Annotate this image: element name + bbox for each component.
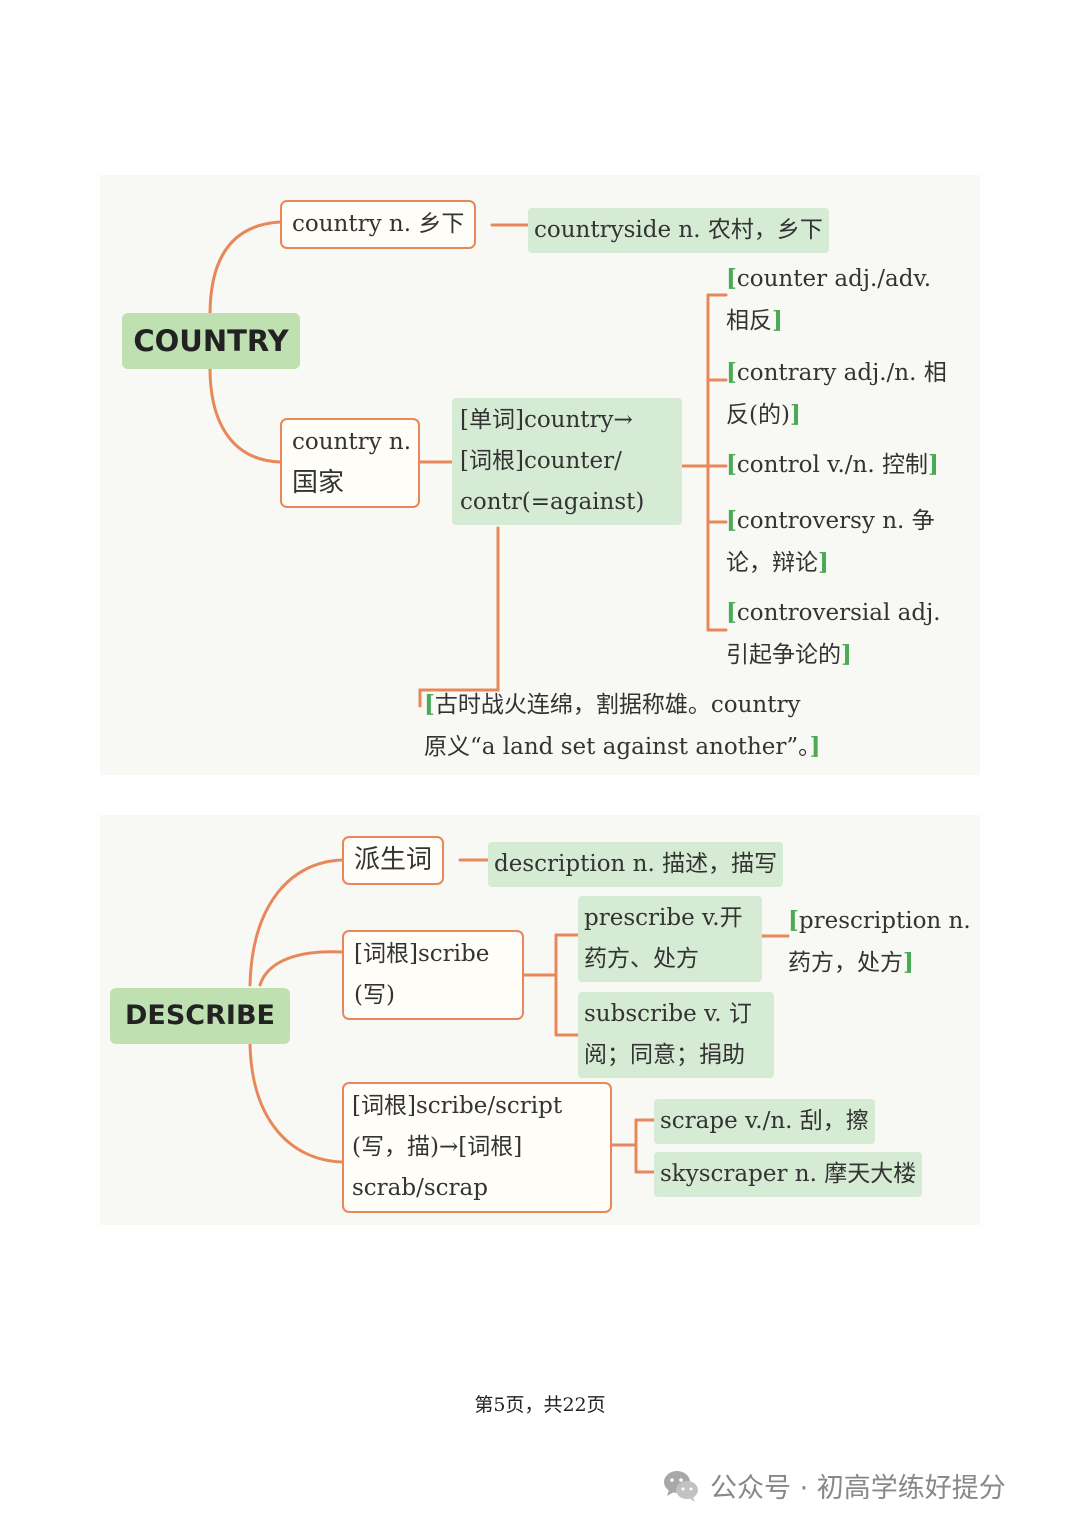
subscribe-line1: subscribe v. 订 [584,1001,752,1027]
describe-root: DESCRIBE [110,988,290,1044]
country-root: COUNTRY [122,313,300,369]
scribe-line1: [词根]scribe [354,941,490,967]
derived-words-branch: 派生词 [342,836,445,885]
description-node: description n. 描述，描写 [488,842,784,887]
close-bracket: ] [927,451,939,478]
prescribe-line1: prescribe v.开 [584,905,743,931]
watermark: 公众号 · 初高学练好提分 [662,1466,1006,1505]
open-bracket: [ [726,265,737,292]
open-bracket: [ [788,907,799,934]
open-bracket: [ [726,359,737,386]
prescription-node: [prescription n. 药方，处方] [788,900,971,984]
note-line2: 原义“a land set against another”。 [424,734,810,760]
derived-controversial-line1: controversial adj. [736,600,941,626]
scribe-script-line1: [词根]scribe/script [352,1093,563,1119]
scribe-script-line3: scrab/scrap [352,1175,488,1201]
prescribe-node: prescribe v.开 药方、处方 [578,896,762,982]
country-meaning-nation: country n. 国家 [280,418,420,508]
open-bracket: [ [726,599,737,626]
scribe-root-branch: [词根]scribe (写) [342,930,524,1020]
root-line3: contr(=against) [460,489,645,515]
derived-counter: [counter adj./adv. 相反] [726,258,931,342]
derived-contrary: [contrary adj./n. 相 反(的)] [726,352,947,436]
derived-controversy-line2: 论，辩论 [726,550,818,576]
country-meaning-rural: country n. 乡下 [280,200,477,249]
subscribe-node: subscribe v. 订 阅；同意；捐助 [578,992,774,1078]
derived-control-line1: control v./n. 控制 [736,452,928,478]
skyscraper-node: skyscraper n. 摩天大楼 [654,1152,923,1197]
derived-counter-line2: 相反 [726,308,772,334]
close-bracket: ] [903,949,914,976]
root-line1: [单词]country→ [460,407,633,433]
derived-controversial-line2: 引起争论的 [726,642,841,668]
derived-contrary-line2: 反(的) [726,402,790,428]
country-nation-line2: 国家 [292,468,345,498]
root-line2: [词根]counter/ [460,448,622,474]
scrape-node: scrape v./n. 刮，擦 [654,1099,875,1144]
scribe-script-line2: (写，描)→[词根] [352,1134,523,1160]
watermark-text: 公众号 · 初高学练好提分 [710,1473,1006,1504]
derived-contrary-line1: contrary adj./n. 相 [736,360,947,386]
country-etymology-note: [古时战火连绵，割据称雄。country 原义“a land set again… [424,684,821,768]
close-bracket: ] [809,733,821,760]
derived-control: [control v./n. 控制] [726,444,939,486]
wechat-icon [664,1470,698,1502]
close-bracket: ] [789,401,801,428]
countryside-node: countryside n. 农村，乡下 [528,208,829,253]
note-line1: 古时战火连绵，割据称雄。country [434,692,801,718]
subscribe-line2: 阅；同意；捐助 [584,1042,745,1068]
page-number: 第5页，共22页 [474,1394,606,1416]
close-bracket: ] [818,549,829,576]
prescribe-line2: 药方、处方 [584,946,699,972]
open-bracket: [ [726,507,737,534]
scribe-script-branch: [词根]scribe/script (写，描)→[词根] scrab/scrap [342,1082,612,1213]
open-bracket: [ [726,451,737,478]
derived-controversial: [controversial adj. 引起争论的] [726,592,941,676]
scribe-line2: (写) [354,982,395,1008]
open-bracket: [ [424,691,435,718]
derived-controversy: [controversy n. 争 论，辩论] [726,500,935,584]
country-nation-line1: country n. [292,429,412,455]
country-root-word-node: [单词]country→ [词根]counter/ contr(=against… [452,398,682,525]
prescription-line2: 药方，处方 [788,950,903,976]
prescription-line1: prescription n. [798,908,971,934]
derived-controversy-line1: controversy n. 争 [736,508,935,534]
derived-counter-line1: counter adj./adv. [736,266,932,292]
close-bracket: ] [772,307,783,334]
close-bracket: ] [841,641,852,668]
